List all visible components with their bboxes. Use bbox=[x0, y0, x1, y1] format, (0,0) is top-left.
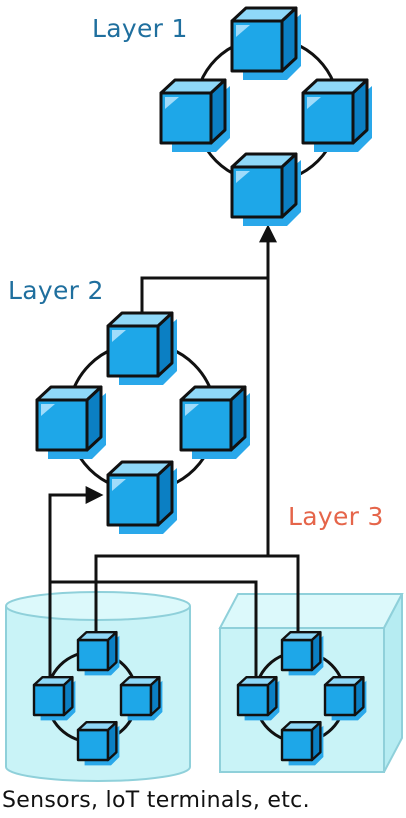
layer3-right-node-right bbox=[323, 676, 368, 722]
layer1-node-right bbox=[301, 78, 374, 154]
layer3-left-node-right bbox=[119, 676, 164, 722]
layer2-node-top bbox=[106, 311, 179, 387]
layer3-left-network bbox=[32, 631, 164, 767]
layer2-network bbox=[35, 311, 252, 536]
layer2-title: Layer 2 bbox=[8, 276, 104, 305]
devices-caption: Sensors, loT terminals, etc. bbox=[2, 788, 310, 813]
layer2-node-right bbox=[179, 385, 252, 461]
layer1-node-bottom bbox=[230, 152, 303, 228]
layer3-left-node-top bbox=[76, 631, 121, 677]
layer2-node-left bbox=[35, 385, 108, 461]
layer1-node-top bbox=[230, 6, 303, 82]
layer2-node-bottom bbox=[106, 460, 179, 536]
layer3-right-node-left bbox=[236, 676, 281, 722]
layer3-cross-link-line bbox=[50, 580, 258, 686]
layer3-title: Layer 3 bbox=[288, 502, 384, 531]
layer3-right-network bbox=[236, 631, 368, 767]
layer3-left-node-left bbox=[32, 676, 77, 722]
layer1-title: Layer 1 bbox=[92, 14, 188, 43]
connection-lines bbox=[48, 224, 300, 686]
layer3-right-node-bottom bbox=[280, 721, 325, 767]
layer1-network bbox=[159, 6, 374, 228]
layer3-left-node-bottom bbox=[76, 721, 121, 767]
layer3-right-link-line bbox=[94, 554, 300, 636]
layer1-node-left bbox=[159, 78, 232, 154]
layer2-uplink-line bbox=[140, 276, 268, 318]
left-cylinder-container bbox=[5, 591, 191, 782]
layer3-to-layer2-arrow bbox=[48, 486, 104, 686]
layer3-right-node-top bbox=[280, 631, 325, 677]
